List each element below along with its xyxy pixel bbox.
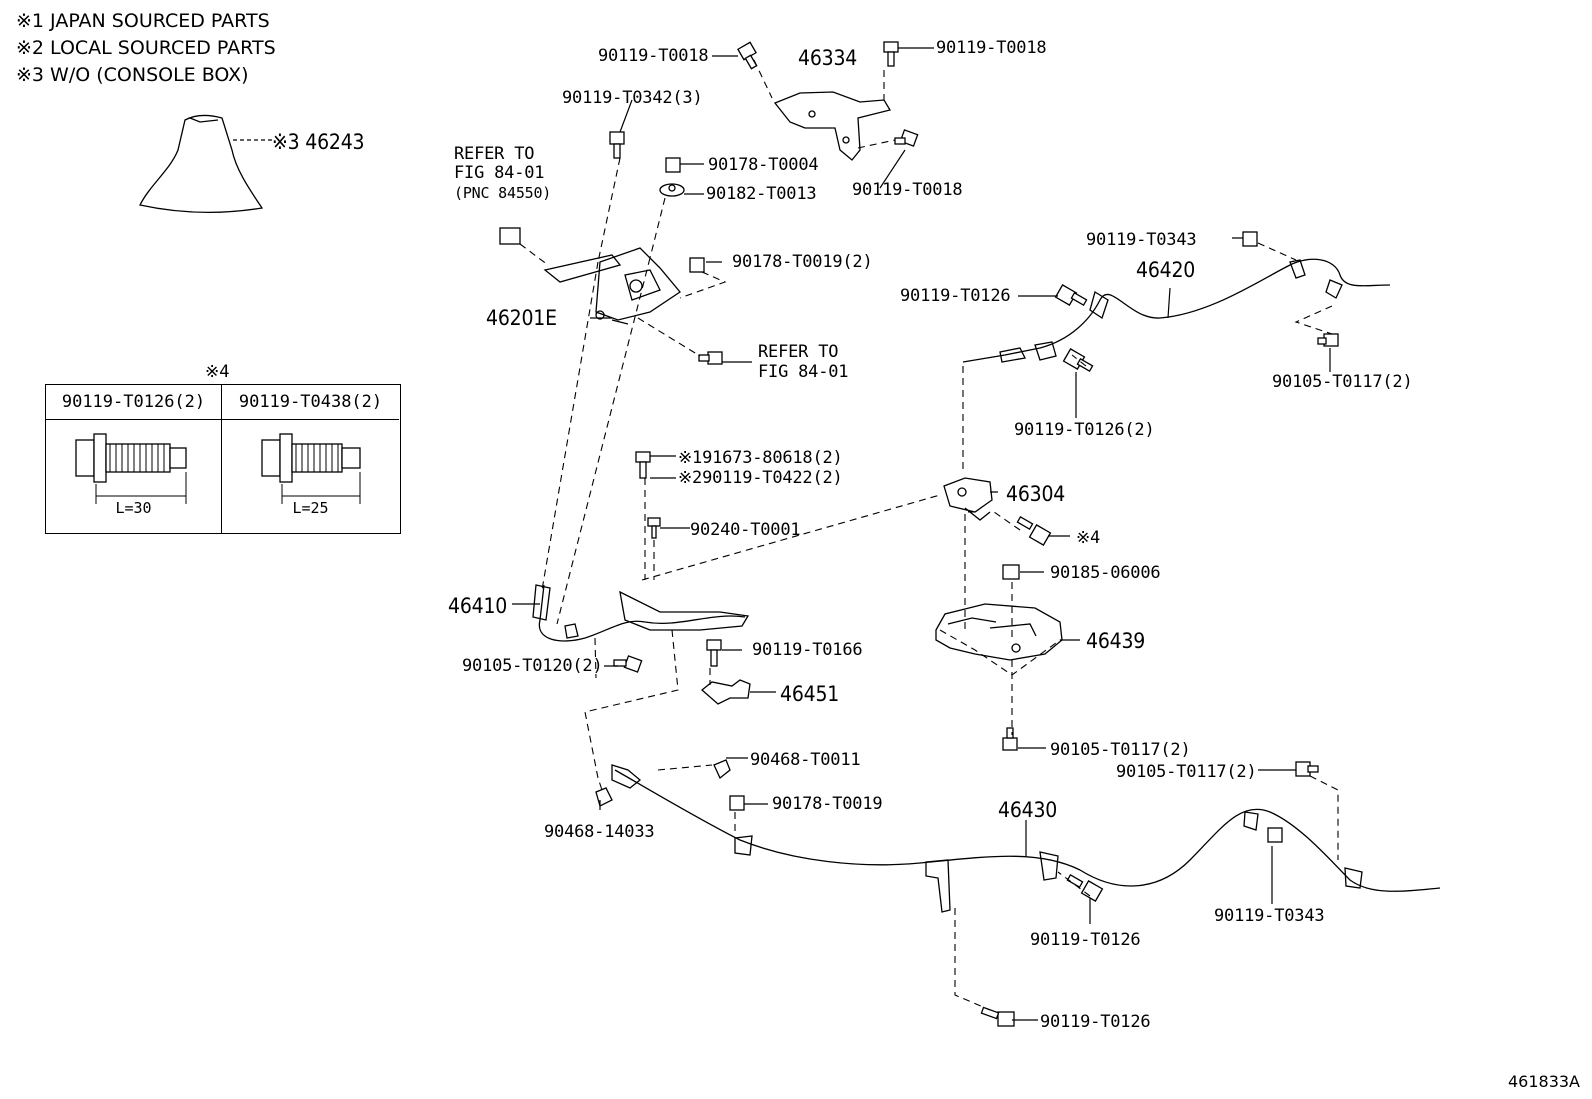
clamp-46451 <box>700 679 751 705</box>
nut-icon <box>689 257 705 273</box>
parking-brake-lever-46201E <box>543 247 681 325</box>
bolt-icon <box>613 655 643 673</box>
bolt-icon <box>609 131 625 159</box>
label-90182-T0013[interactable]: 90182-T0013 <box>706 184 817 204</box>
clip-icon <box>499 227 521 245</box>
label-refer-fig-1b[interactable]: FIG 84-01 <box>454 163 545 183</box>
label-refer-fig-2[interactable]: REFER TO <box>758 342 839 362</box>
label-46420[interactable]: 46420 <box>1136 258 1196 282</box>
label-90119-T0343-a[interactable]: 90119-T0343 <box>1086 230 1197 250</box>
label-46410[interactable]: 46410 <box>448 594 508 618</box>
label-90178-T0004[interactable]: 90178-T0004 <box>708 155 819 175</box>
bolt-icon <box>1267 827 1283 843</box>
bolt-icon <box>894 129 919 147</box>
label-90178-T0019-2[interactable]: 90178-T0019(2) <box>732 252 873 272</box>
label-90119-T0018-a[interactable]: 90119-T0018 <box>598 46 709 66</box>
fasteners <box>75 41 1339 1027</box>
bolt-icon <box>1016 516 1052 546</box>
bolt-icon <box>1295 761 1319 777</box>
bolt-icon <box>1054 284 1088 306</box>
note-local-sourced: ※2 LOCAL SOURCED PARTS <box>16 37 276 59</box>
washer-icon <box>659 183 685 197</box>
shift-boot-46243 <box>139 114 264 213</box>
nut-icon <box>665 157 681 173</box>
label-90119-T0342[interactable]: 90119-T0342(3) <box>562 88 703 108</box>
label-46201E[interactable]: 46201E <box>486 306 557 330</box>
label-refer-fig-1[interactable]: REFER TO <box>454 144 535 164</box>
label-refer-fig-1c[interactable]: (PNC 84550) <box>454 184 552 202</box>
label-90105-T0117-a[interactable]: 90105-T0117(2) <box>1272 372 1413 392</box>
bolt-icon <box>883 41 899 67</box>
label-90105-T0117-b[interactable]: 90105-T0117(2) <box>1050 740 1191 760</box>
label-90185-06006[interactable]: 90185-06006 <box>1050 563 1161 583</box>
bolt-l30-drawing <box>75 433 187 483</box>
label-191673-80618[interactable]: ※191673-80618(2) <box>678 448 843 468</box>
label-90468-14033[interactable]: 90468-14033 <box>544 822 655 842</box>
cable-46420 <box>962 258 1391 363</box>
pin-icon <box>647 517 661 539</box>
label-90240-T0001[interactable]: 90240-T0001 <box>690 520 801 540</box>
bolt-length-table: 90119-T0126(2) L=30 90119-T0438(2) L=25 <box>45 384 401 534</box>
bolt-icon <box>635 451 651 479</box>
label-90119-T0126-d[interactable]: 90119-T0126 <box>1040 1012 1151 1032</box>
label-90105-T0117-c[interactable]: 90105-T0117(2) <box>1116 762 1257 782</box>
bolt-icon <box>1066 874 1104 902</box>
table-mark: ※4 <box>205 362 230 382</box>
label-46304[interactable]: 46304 <box>1006 482 1066 506</box>
table-header-1: 90119-T0126(2) <box>46 385 221 420</box>
label-46451[interactable]: 46451 <box>780 682 840 706</box>
label-90119-T0166[interactable]: 90119-T0166 <box>752 640 863 660</box>
label-290119-T0422[interactable]: ※290119-T0422(2) <box>678 468 843 488</box>
label-90119-T0126-c[interactable]: 90119-T0126 <box>1030 930 1141 950</box>
label-90119-T0018-c[interactable]: 90119-T0018 <box>852 180 963 200</box>
bolt-icon <box>980 1006 1015 1027</box>
bolt-icon <box>706 639 722 667</box>
table-column-1: 90119-T0126(2) L=30 <box>46 385 222 533</box>
label-90468-T0011[interactable]: 90468-T0011 <box>750 750 861 770</box>
table-length-1: L=30 <box>115 499 152 517</box>
label-mark4[interactable]: ※4 <box>1076 528 1101 548</box>
label-90119-T0018-b[interactable]: 90119-T0018 <box>936 38 1047 58</box>
label-90119-T0343-b[interactable]: 90119-T0343 <box>1214 906 1325 926</box>
table-column-2: 90119-T0438(2) L=25 <box>222 385 399 533</box>
cable-46410 <box>538 584 746 642</box>
cover-46439 <box>935 603 1063 661</box>
bolt-icon <box>1062 348 1094 372</box>
label-90105-T0120[interactable]: 90105-T0120(2) <box>462 656 603 676</box>
label-46430[interactable]: 46430 <box>998 798 1058 822</box>
label-46334[interactable]: 46334 <box>798 46 858 70</box>
nut-icon <box>1002 564 1020 580</box>
label-46243[interactable]: ※3 46243 <box>272 130 365 154</box>
label-90178-T0019[interactable]: 90178-T0019 <box>772 794 883 814</box>
figure-id: 461833A <box>1507 1072 1580 1091</box>
label-refer-fig-2b[interactable]: FIG 84-01 <box>758 362 849 382</box>
note-japan-sourced: ※1 JAPAN SOURCED PARTS <box>16 10 270 32</box>
note-wo-console: ※3 W/O (CONSOLE BOX) <box>16 64 249 86</box>
table-length-2: L=25 <box>292 499 329 517</box>
nut-icon <box>729 795 745 811</box>
equalizer-46304 <box>943 477 993 521</box>
cable-46430 <box>614 769 1441 892</box>
bolt-icon <box>737 41 758 70</box>
label-90119-T0126-2[interactable]: 90119-T0126(2) <box>1014 420 1155 440</box>
bolt-l25-drawing <box>261 433 361 483</box>
label-90119-T0126-a[interactable]: 90119-T0126 <box>900 286 1011 306</box>
bolt-icon <box>698 351 723 365</box>
bolt-icon <box>1002 727 1018 751</box>
nut-icon <box>1242 231 1258 247</box>
bolt-icon <box>1317 333 1339 347</box>
label-46439[interactable]: 46439 <box>1086 629 1146 653</box>
table-header-2: 90119-T0438(2) <box>222 385 399 420</box>
bracket-46334 <box>773 91 892 161</box>
